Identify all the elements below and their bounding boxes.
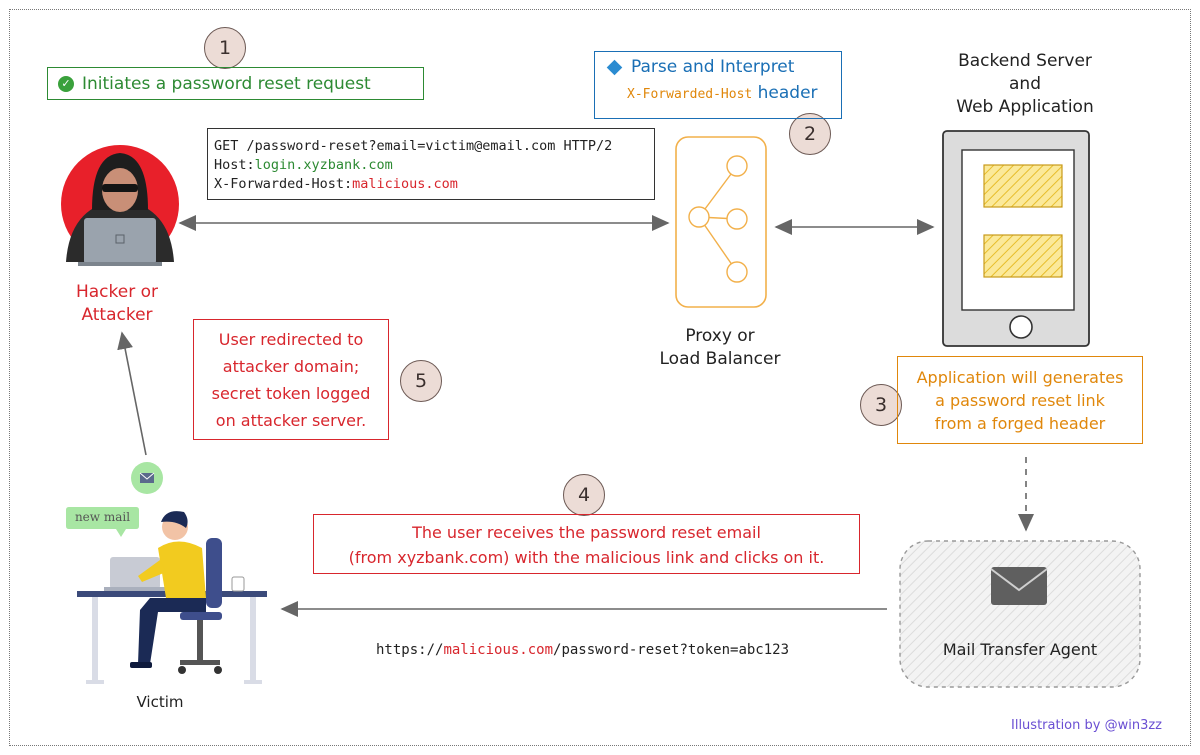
step-4-badge: 4 bbox=[563, 474, 605, 516]
reset-url: https://malicious.com/password-reset?tok… bbox=[376, 642, 790, 658]
x-forwarded-host-value: malicious.com bbox=[352, 176, 458, 192]
diagram-frame bbox=[9, 9, 1191, 746]
step-3-badge: 3 bbox=[860, 384, 902, 426]
step-2-badge: 2 bbox=[789, 113, 831, 155]
proxy-label: Proxy or Load Balancer bbox=[659, 326, 781, 369]
mta-label: Mail Transfer Agent bbox=[942, 640, 1098, 659]
step-3-label: Application will generates a password re… bbox=[897, 356, 1143, 444]
request-line: GET /password-reset?email=victim@email.c… bbox=[214, 138, 613, 154]
hacker-illustration bbox=[61, 145, 179, 266]
victim-attacker-arrow bbox=[117, 331, 147, 456]
step-1-badge: 1 bbox=[204, 27, 246, 69]
info-diamond-icon bbox=[606, 59, 623, 75]
mta-box bbox=[899, 540, 1141, 688]
victim-label: Victim bbox=[136, 693, 184, 711]
step-2-label: Parse and Interpret X-Forwarded-Host hea… bbox=[594, 51, 842, 119]
new-mail-bubble-text: new mail bbox=[74, 510, 131, 524]
new-mail-bubble-shape bbox=[66, 507, 139, 537]
attacker-label: Hacker or Attacker bbox=[75, 282, 159, 325]
credit: Illustration by @win3zz bbox=[1011, 718, 1162, 733]
step-5-badge: 5 bbox=[400, 360, 442, 402]
proxy-icon bbox=[675, 136, 767, 308]
step-5-label: User redirected to attacker domain; secr… bbox=[193, 319, 389, 440]
check-icon: ✓ bbox=[58, 75, 74, 92]
step-1-label: ✓ Initiates a password reset request bbox=[47, 67, 424, 100]
step-4-label: The user receives the password reset ema… bbox=[313, 514, 860, 574]
reset-url-domain: malicious.com bbox=[443, 642, 554, 658]
backend-label: Backend Server and Web Application bbox=[956, 51, 1094, 117]
backend-server-icon bbox=[942, 130, 1090, 347]
http-request-box: GET /password-reset?email=victim@email.c… bbox=[207, 128, 655, 200]
host-value: login.xyzbank.com bbox=[254, 157, 393, 173]
victim-illustration bbox=[66, 462, 267, 684]
